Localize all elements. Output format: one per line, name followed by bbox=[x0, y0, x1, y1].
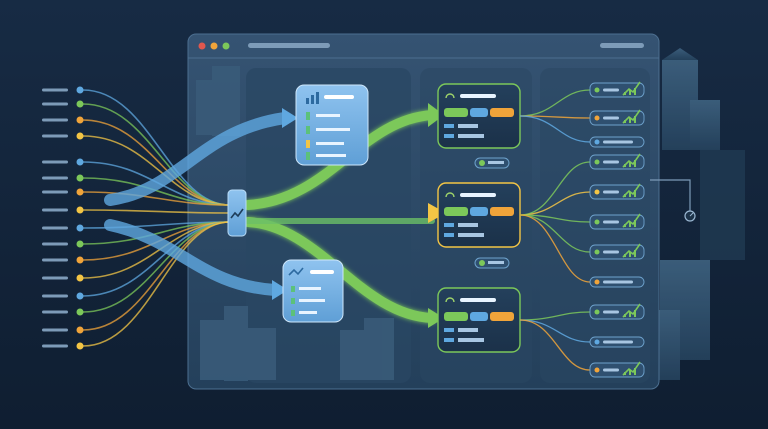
flow-top-blue bbox=[104, 112, 291, 206]
trend-up-icon bbox=[622, 81, 641, 96]
maximize-dot[interactable] bbox=[222, 42, 230, 50]
bar-chart-icon bbox=[306, 92, 319, 104]
minimize-dot[interactable] bbox=[210, 42, 218, 50]
input-source[interactable] bbox=[42, 240, 84, 248]
result-card[interactable] bbox=[589, 183, 645, 200]
trend-up-icon bbox=[622, 109, 641, 124]
title-bar-placeholder bbox=[248, 43, 330, 48]
status-pill[interactable] bbox=[474, 257, 510, 269]
result-card[interactable] bbox=[589, 243, 645, 260]
skyline-inner bbox=[196, 66, 394, 381]
processor-card-bottom[interactable] bbox=[282, 259, 344, 323]
result-card[interactable] bbox=[589, 153, 645, 170]
input-source[interactable] bbox=[42, 100, 84, 108]
title-bar-placeholder-right bbox=[600, 43, 644, 48]
gauge-icon bbox=[445, 192, 455, 198]
output-branch bbox=[519, 319, 591, 343]
output-branch bbox=[519, 191, 591, 216]
input-source[interactable] bbox=[42, 308, 84, 316]
result-card[interactable] bbox=[589, 303, 645, 320]
result-card[interactable] bbox=[589, 276, 645, 288]
output-cards bbox=[437, 83, 521, 353]
result-cards bbox=[589, 81, 645, 378]
flow-bottom-blue bbox=[104, 219, 281, 296]
input-source[interactable] bbox=[42, 224, 84, 232]
processor-card-top[interactable] bbox=[295, 84, 369, 166]
result-card[interactable] bbox=[589, 81, 645, 98]
skyline-right bbox=[640, 48, 745, 380]
result-card[interactable] bbox=[589, 109, 645, 126]
result-card[interactable] bbox=[589, 136, 645, 148]
trend-up-icon bbox=[622, 243, 641, 258]
trend-up-icon bbox=[622, 183, 641, 198]
output-branch bbox=[519, 319, 591, 371]
hub-node[interactable] bbox=[227, 189, 247, 237]
flow-arrowheads bbox=[272, 103, 446, 328]
input-source[interactable] bbox=[42, 116, 84, 124]
input-source[interactable] bbox=[42, 342, 84, 350]
trend-up-icon bbox=[622, 213, 641, 228]
result-card[interactable] bbox=[589, 336, 645, 348]
gauge-icon bbox=[445, 93, 455, 99]
close-dot[interactable] bbox=[198, 42, 206, 50]
input-sources bbox=[42, 86, 84, 350]
result-card[interactable] bbox=[589, 213, 645, 230]
trend-up-icon bbox=[230, 208, 244, 219]
input-source[interactable] bbox=[42, 158, 84, 166]
output-branch bbox=[519, 311, 591, 321]
input-wire bbox=[82, 135, 231, 206]
status-pill[interactable] bbox=[474, 157, 510, 169]
input-wire bbox=[82, 191, 231, 206]
input-source[interactable] bbox=[42, 274, 84, 282]
output-branch bbox=[519, 214, 591, 223]
trend-up-icon bbox=[622, 361, 641, 376]
output-branch bbox=[519, 89, 591, 117]
output-branch bbox=[519, 214, 591, 283]
input-source[interactable] bbox=[42, 292, 84, 300]
output-branch bbox=[519, 115, 591, 143]
output-card[interactable] bbox=[437, 182, 521, 248]
input-source[interactable] bbox=[42, 174, 84, 182]
input-source[interactable] bbox=[42, 326, 84, 334]
output-branch bbox=[519, 214, 591, 253]
card-rows bbox=[306, 112, 350, 160]
result-card[interactable] bbox=[589, 361, 645, 378]
input-source[interactable] bbox=[42, 256, 84, 264]
status-pills bbox=[474, 157, 510, 269]
output-branch bbox=[519, 161, 591, 216]
input-source[interactable] bbox=[42, 86, 84, 94]
connector-node bbox=[650, 179, 696, 222]
input-source[interactable] bbox=[42, 188, 84, 196]
trend-line-icon bbox=[288, 267, 304, 276]
trend-up-icon bbox=[622, 153, 641, 168]
input-source[interactable] bbox=[42, 132, 84, 140]
input-wire bbox=[82, 221, 231, 347]
gauge-icon bbox=[445, 297, 455, 303]
output-card[interactable] bbox=[437, 287, 521, 353]
trend-up-icon bbox=[622, 303, 641, 318]
output-branches bbox=[519, 89, 591, 371]
output-card[interactable] bbox=[437, 83, 521, 149]
